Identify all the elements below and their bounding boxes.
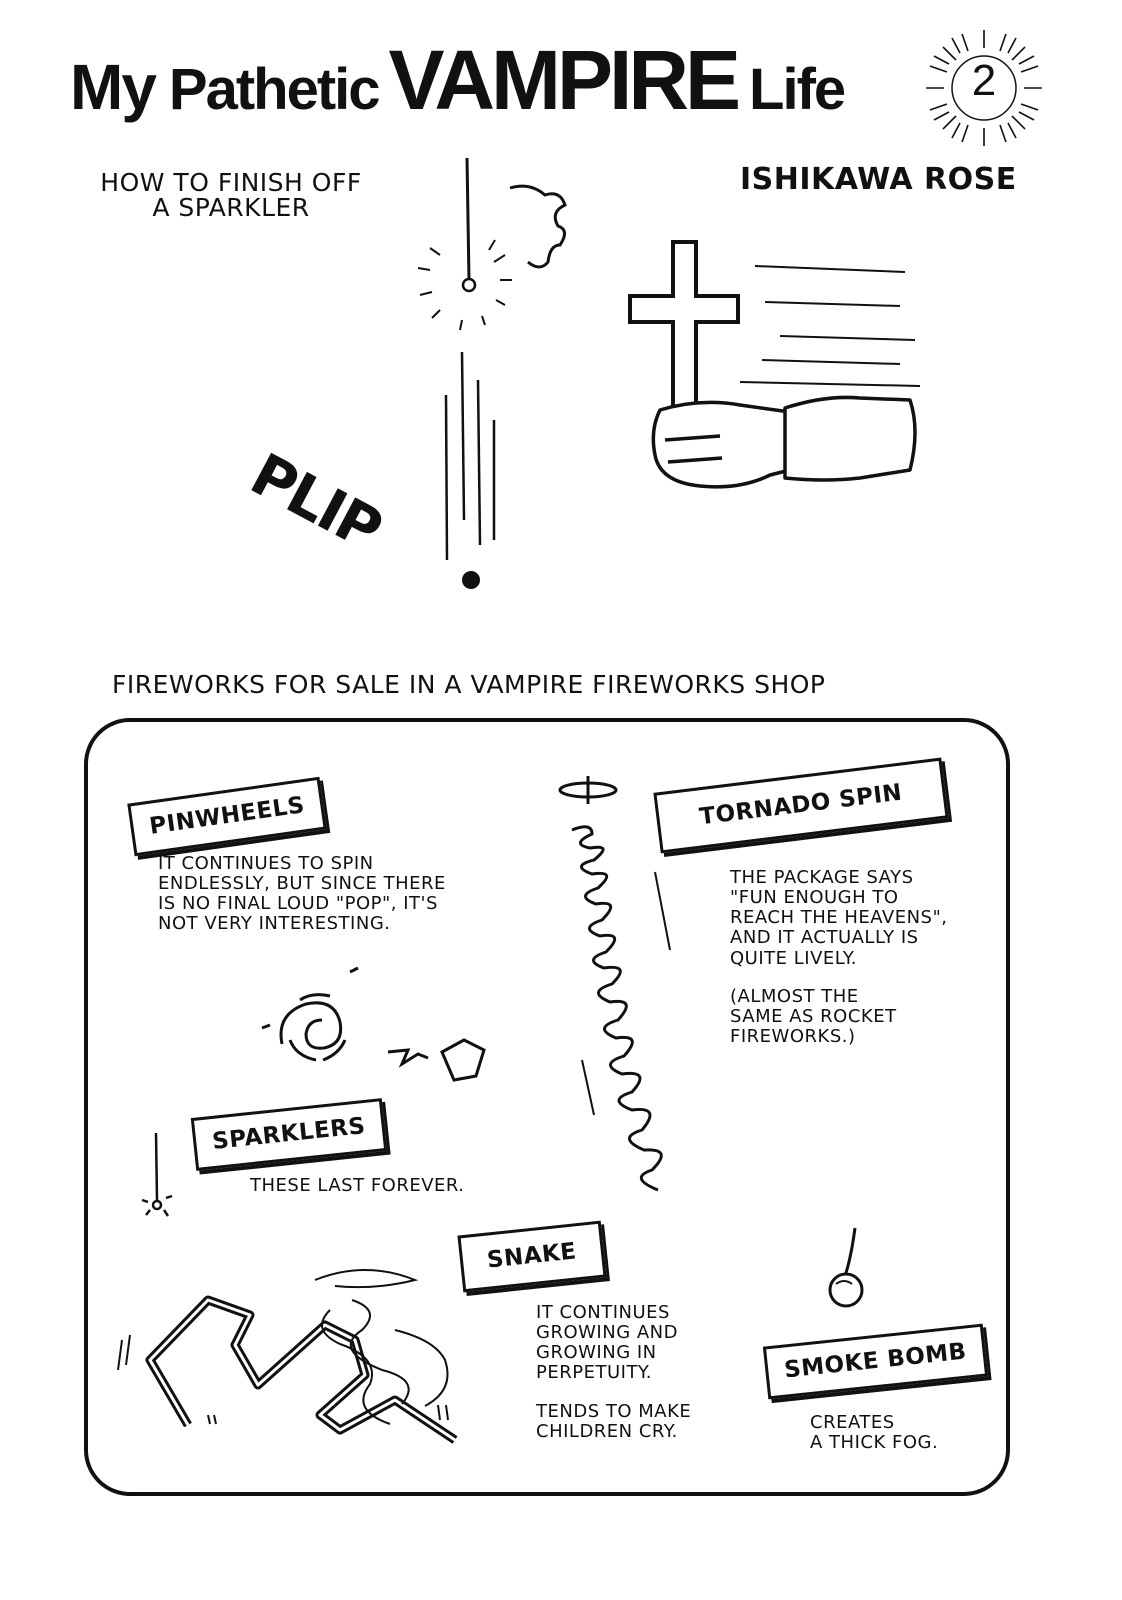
tornado-description: THE PACKAGE SAYS "FUN ENOUGH TO REACH TH… [730, 867, 948, 1048]
snake-note-line: TENDS TO MAKE [536, 1400, 692, 1422]
pinwheels-desc-line: IS NO FINAL LOUD "POP", IT'S [158, 893, 438, 915]
title-word-life: Life [749, 57, 846, 122]
tornado-desc-line: AND IT ACTUALLY IS [730, 927, 919, 949]
smoke-bomb-icon [828, 1227, 864, 1308]
tornado-desc-line: REACH THE HEAVENS", [730, 907, 948, 929]
snake-description: IT CONTINUES GROWING AND GROWING IN PERP… [536, 1302, 692, 1442]
impact-burst-icon [509, 184, 567, 269]
snake-firework-icon [145, 1295, 458, 1444]
pinwheel-swirl-icon [261, 966, 359, 1062]
pinwheels-desc-line: ENDLESSLY, BUT SINCE THERE [158, 873, 446, 895]
sparkler-caption-line2: A SPARKLER [152, 193, 310, 222]
sparklers-description: THESE LAST FOREVER. [250, 1175, 465, 1196]
tornado-note-line: FIREWORKS.) [730, 1026, 856, 1048]
smoke-bomb-desc-line: CREATES [810, 1412, 895, 1433]
tornado-desc-line: QUITE LIVELY. [730, 947, 857, 969]
sparkler-caption-line1: HOW TO FINISH OFF [100, 168, 362, 197]
hand-holding-cross-icon [651, 395, 917, 489]
smoke-bomb-description: CREATES A THICK FOG. [810, 1412, 939, 1454]
author-name: ISHIKAWA ROSE [740, 162, 1017, 197]
title-word-my: My [70, 51, 157, 123]
volume-number: 2 [971, 56, 997, 105]
tornado-desc-line: THE PACKAGE SAYS [730, 867, 914, 888]
tornado-desc-line: "FUN ENOUGH TO [730, 887, 899, 909]
falling-speed-lines [444, 351, 496, 561]
pinwheels-desc-line: IT CONTINUES TO SPIN [158, 853, 374, 874]
volume-burst-icon [926, 30, 1042, 146]
motion-lines [739, 265, 921, 387]
tornado-spin-icon [558, 776, 663, 1192]
tornado-note-line: (ALMOST THE [730, 985, 859, 1007]
snake-note-line: CHILDREN CRY. [536, 1420, 678, 1442]
fireworks-shop-caption: FIREWORKS FOR SALE IN A VAMPIRE FIREWORK… [112, 670, 826, 699]
sparkler-illustration [417, 157, 921, 589]
dropped-ember-icon [462, 571, 480, 589]
fireworks-panel [84, 718, 1010, 1496]
snake-desc-line: GROWING AND [536, 1322, 679, 1344]
tornado-note-line: SAME AS ROCKET [730, 1005, 897, 1027]
title-word-pathetic: Pathetic [168, 57, 381, 122]
sparkler-caption: HOW TO FINISH OFF A SPARKLER [96, 170, 366, 220]
pinwheel-icon [387, 1038, 486, 1082]
sparkler-small-icon [141, 1132, 173, 1217]
snake-desc-line: PERPETUITY. [536, 1362, 653, 1384]
pinwheels-description: IT CONTINUES TO SPIN ENDLESSLY, BUT SINC… [158, 853, 446, 935]
smoke-bomb-desc-line: A THICK FOG. [810, 1432, 939, 1454]
sparkler-icon [417, 157, 512, 331]
pinwheels-desc-line: NOT VERY INTERESTING. [158, 913, 391, 935]
snake-desc-line: GROWING IN [536, 1342, 657, 1364]
title-word-vampire: VAMPIRE [388, 33, 741, 127]
snake-desc-line: IT CONTINUES [536, 1302, 670, 1323]
snake-smoke-icon [117, 1269, 449, 1425]
